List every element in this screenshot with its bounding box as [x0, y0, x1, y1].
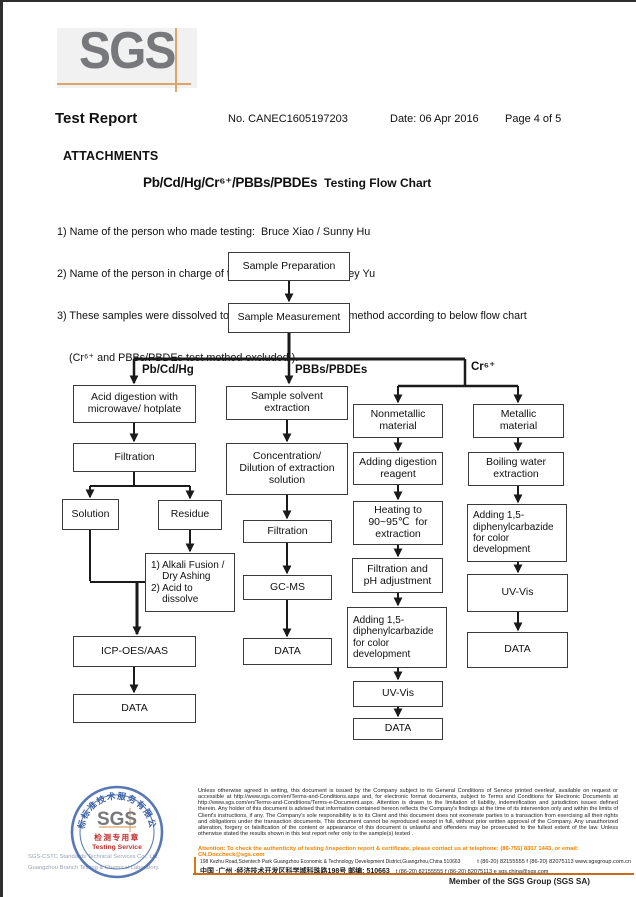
flow-chart-title: Pb/Cd/Hg/Cr⁶⁺/PBBs/PBDEs Testing Flow Ch…	[143, 175, 431, 191]
sgs-member-line: Member of the SGS Group (SGS SA)	[448, 877, 590, 886]
node-filtration-ph: Filtration and pH adjustment	[352, 558, 443, 593]
node-uv-vis-nonmetallic: UV-Vis	[353, 681, 443, 707]
node-heating: Heating to 90~95℃ for extraction	[353, 501, 443, 545]
node-solution: Solution	[62, 499, 119, 530]
node-residue: Residue	[158, 500, 222, 530]
flow-chart-title-suffix: Testing Flow Chart	[324, 176, 432, 190]
node-data-nonmetallic: DATA	[353, 718, 443, 740]
node-icp-oes-aas: ICP-OES/AAS	[73, 636, 196, 667]
node-nonmetallic-material: Nonmetallic material	[353, 404, 443, 438]
node-data-pbbs: DATA	[243, 638, 332, 665]
legal-disclaimer: Unless otherwise agreed in writing, this…	[198, 788, 618, 838]
company-name-lines: SGS-CSTC Standards Technical Services Co…	[28, 852, 198, 874]
node-boiling-water: Boiling water extraction	[468, 452, 564, 486]
node-acid-digestion: Acid digestion with microwave/ hotplate	[73, 385, 196, 423]
address-cn: 中国 ·广州 ·经济技术开发区科学城科珠路198号 邮编: 510663	[200, 868, 390, 875]
attachments-heading: ATTACHMENTS	[63, 149, 159, 163]
node-solvent-extraction: Sample solvent extraction	[226, 386, 348, 420]
flow-chart-title-substances: Pb/Cd/Hg/Cr⁶⁺/PBBs/PBDEs	[143, 175, 318, 190]
node-digestion-reagent: Adding digestion reagent	[353, 452, 443, 485]
node-carbazide-nonmetallic: Adding 1,5- diphenylcarbazide for color …	[347, 607, 447, 668]
logo-crosshair-vertical	[175, 28, 177, 92]
stamp-sgs-text: SGS	[97, 809, 137, 830]
company-line-1: SGS-CSTC Standards Technical Services Co…	[28, 854, 160, 860]
scan-border-top	[0, 0, 636, 2]
branch-label-cr6: Cr⁶⁺	[471, 361, 496, 373]
address-en: 198 Kezhu Road,Scientech Park Guangzhou …	[200, 859, 461, 865]
report-date: Date: 06 Apr 2016	[390, 113, 479, 125]
footer-divider-vertical	[194, 857, 196, 874]
contact-cn: t (86-20) 82155555 f (86-20) 82075113 e …	[395, 869, 549, 875]
node-sample-preparation: Sample Preparation	[228, 252, 350, 281]
node-data-pbcdhg: DATA	[73, 694, 196, 723]
attention-notice: Attention: To check the authenticity of …	[198, 846, 579, 859]
scan-border-left	[0, 0, 3, 897]
address-row-cn: 中国 ·广州 ·经济技术开发区科学城科珠路198号 邮编: 510663 t (…	[200, 866, 618, 876]
footer-rule	[193, 873, 634, 875]
stamp-red-line1: 检测专用章	[94, 832, 139, 842]
node-filtration-2: Filtration	[243, 520, 332, 543]
sgs-logo: SGS	[57, 22, 197, 92]
address-block: 198 Kezhu Road,Scientech Park Guangzhou …	[200, 859, 631, 877]
note-1: 1) Name of the person who made testing: …	[57, 226, 371, 238]
stamp-red-line2: Testing Service	[92, 844, 142, 851]
node-uv-vis-metallic: UV-Vis	[467, 574, 568, 612]
node-concentration-dilution: Concentration/ Dilution of extraction so…	[226, 443, 348, 495]
address-row-en: 198 Kezhu Road,Scientech Park Guangzhou …	[200, 859, 631, 865]
contact-en: t (86-20) 82155555 f (86-20) 82075113 ww…	[477, 859, 632, 865]
node-alkali-fusion: 1) Alkali Fusion / Dry Ashing 2) Acid to…	[145, 553, 235, 612]
testing-service-stamp: 通标标准技术服务有限公司 SGS 检测专用章 Testing Service	[69, 784, 164, 879]
node-filtration-1: Filtration	[73, 443, 196, 472]
node-sample-measurement: Sample Measurement	[228, 303, 350, 333]
company-line-2: Guangzhou Branch Testing & Chemical Labo…	[28, 865, 160, 871]
branch-label-pbbs-pbdes: PBBs/PBDEs	[295, 364, 368, 376]
logo-crosshair-horizontal	[57, 83, 191, 85]
node-data-metallic: DATA	[467, 632, 568, 668]
report-title: Test Report	[55, 110, 138, 127]
branch-label-pb-cd-hg: Pb/Cd/Hg	[142, 364, 194, 376]
node-metallic-material: Metallic material	[473, 404, 564, 438]
page-indicator: Page 4 of 5	[505, 113, 562, 125]
node-carbazide-metallic: Adding 1,5- diphenylcarbazide for color …	[467, 504, 567, 562]
sgs-logo-text: SGS	[79, 22, 176, 80]
node-gc-ms: GC-MS	[243, 575, 332, 600]
report-number: No. CANEC1605197203	[228, 113, 348, 125]
